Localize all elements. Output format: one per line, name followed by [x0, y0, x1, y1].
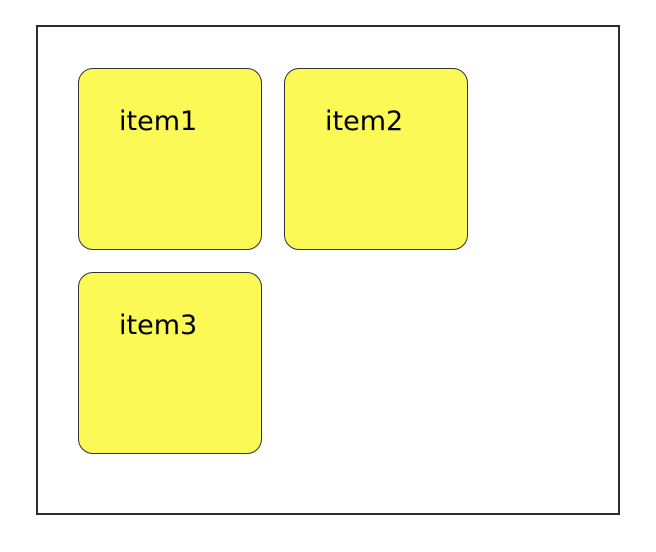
item-label-1: item1 [119, 106, 198, 137]
item-card-2: item2 [284, 68, 468, 250]
item-card-1: item1 [78, 68, 262, 250]
item-label-2: item2 [325, 106, 404, 137]
item-label-3: item3 [119, 310, 198, 341]
item-card-3: item3 [78, 272, 262, 454]
items-container: item1 item2 item3 [36, 25, 620, 515]
